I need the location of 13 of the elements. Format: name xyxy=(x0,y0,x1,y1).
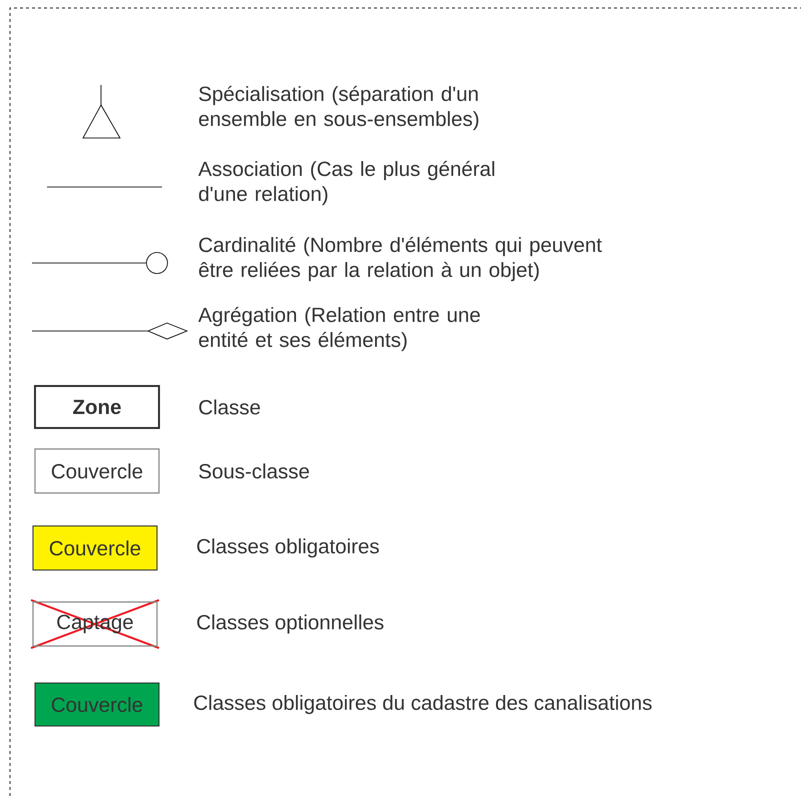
class-box: Zone xyxy=(34,385,160,429)
legend-text: Agrégation (Relation entre une entité et ses éléments) xyxy=(198,306,480,352)
legend-text: Cardinalité (Nombre d'éléments qui peuvent être reliées par la relation à un objet) xyxy=(199,236,602,282)
box-description: Sous-classe xyxy=(199,463,309,479)
subclass-box: Couvercle xyxy=(34,448,160,494)
legend-text: Association (Cas le plus général d'une relation) xyxy=(198,160,494,206)
box-description: Classes optionnelles xyxy=(197,614,384,634)
box-description: Classes obligatoires xyxy=(197,538,379,558)
box-description: Classe xyxy=(199,399,260,415)
box-description: Classes obligatoires du cadastre des canalisations xyxy=(194,694,652,714)
network-class-box: Couvercle xyxy=(34,682,160,726)
mandatory-class-box: Couvercle xyxy=(32,526,158,570)
legend-text: Spécialisation (séparation d'un ensemble en sous-ensembles) xyxy=(199,86,478,130)
